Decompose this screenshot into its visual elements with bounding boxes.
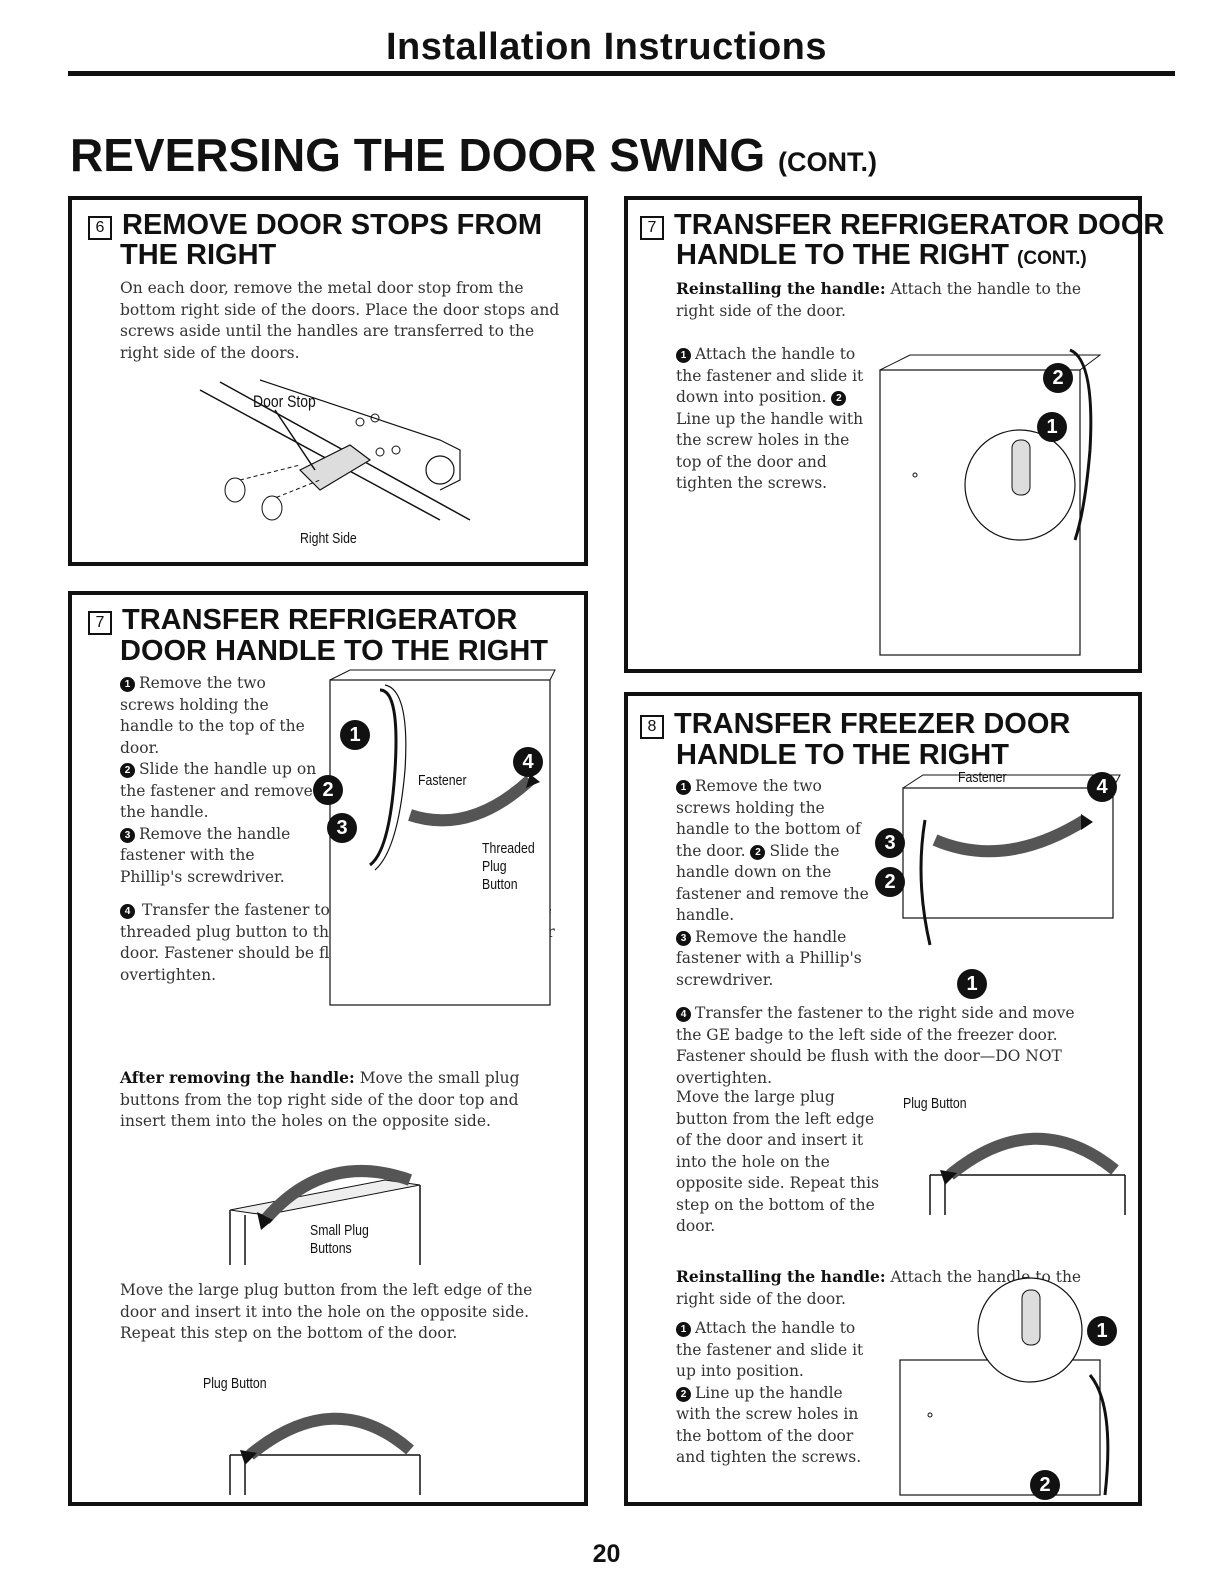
badge-1-top: 1 (1037, 412, 1067, 442)
badge-1-freezer: 1 (957, 969, 987, 999)
step6-panel (68, 196, 588, 566)
step7-large-plug: Move the large plug button from the left… (120, 1281, 533, 1342)
plug-button-illustration-right (929, 1132, 1126, 1215)
step-bullet-4: 4 (120, 904, 135, 919)
label-buttons: Buttons (310, 1240, 352, 1257)
step8-title-line2: HANDLE TO THE RIGHT (676, 739, 1009, 771)
label-right-side: Right Side (300, 530, 357, 547)
label-threaded: Threaded (482, 840, 535, 857)
reinstall-handle-top-illustration (879, 348, 1102, 656)
label-fastener: Fastener (418, 772, 467, 789)
step6-body: On each door, remove the metal door stop… (120, 279, 560, 362)
step8-title-line1: TRANSFER FREEZER DOOR (674, 708, 1071, 740)
step8-title: 8 TRANSFER FREEZER DOOR (640, 709, 1070, 740)
plug-button-illustration-left (229, 1412, 421, 1495)
badge-1: 1 (340, 720, 370, 750)
step7-title-line1: TRANSFER REFRIGERATOR (122, 604, 518, 636)
step6-title: 6 REMOVE DOOR STOPS FROM (88, 210, 542, 241)
door-stop-illustration (199, 379, 471, 521)
step7-title-line2: DOOR HANDLE TO THE RIGHT (120, 635, 549, 667)
step7-number: 7 (88, 611, 112, 635)
badge-2-bottom: 2 (1030, 1470, 1060, 1500)
badge-2-freezer: 2 (875, 867, 905, 897)
badge-3: 3 (327, 813, 357, 843)
step8-reinstall-lead: Reinstalling the handle: Attach the hand… (676, 1267, 1082, 1308)
step7-title: 7 TRANSFER REFRIGERATOR (88, 605, 517, 636)
badge-2: 2 (313, 775, 343, 805)
step7cont-number: 7 (640, 216, 664, 240)
label-plug-button-left: Plug Button (203, 1375, 267, 1392)
badge-1-bottom: 1 (1087, 1316, 1117, 1346)
badge-2-top: 2 (1043, 363, 1073, 393)
step8-large-plug: Move the large plug button from the left… (676, 1088, 880, 1235)
small-plug-illustration (229, 1165, 421, 1265)
page-title-text: REVERSING THE DOOR SWING (70, 129, 766, 181)
step7cont-panel (624, 196, 1142, 673)
step7cont-lead: Reinstalling the handle: Attach the hand… (676, 279, 1082, 320)
badge-4: 4 (513, 747, 543, 777)
label-plug: Plug (482, 858, 507, 875)
step7cont-title: 7 TRANSFER REFRIGERATOR DOOR (640, 210, 1164, 241)
step-bullet-1: 1 (120, 677, 135, 692)
step8-panel (624, 692, 1142, 1506)
step-bullet-2: 2 (120, 763, 135, 778)
label-button: Button (482, 876, 518, 893)
page-number: 20 (592, 1540, 621, 1568)
label-small-plug: Small Plug (310, 1222, 369, 1239)
reinstall-handle-bottom-illustration (899, 1277, 1110, 1496)
freezer-handle-illustration (902, 774, 1121, 946)
step7-panel (68, 591, 588, 1506)
step7-after-removing: After removing the handle: Move the smal… (120, 1068, 520, 1130)
badge-4-freezer: 4 (1087, 772, 1117, 802)
after-removing-lead: After removing the handle: (120, 1068, 355, 1087)
step-bullet-3: 3 (120, 827, 135, 843)
step7-item-4: 4 (120, 900, 550, 922)
badge-3-freezer: 3 (875, 828, 905, 858)
header-title: Installation Instructions (385, 26, 828, 68)
label-plug-button-right: Plug Button (903, 1095, 967, 1112)
step7cont-title-line2: HANDLE TO THE RIGHT (CONT.) (676, 239, 1087, 271)
page-title: REVERSING THE DOOR SWING (CONT.) (70, 128, 877, 182)
step8-number: 8 (640, 715, 664, 739)
page-title-suffix: (CONT.) (777, 147, 877, 177)
step6-title-line1: REMOVE DOOR STOPS FROM (122, 209, 543, 241)
step6-number: 6 (88, 216, 112, 240)
label-door-stop: Door Stop (253, 392, 316, 411)
step6-title-line2: THE RIGHT (120, 239, 277, 271)
label-fastener-freezer: Fastener (958, 769, 1007, 786)
header-rule (68, 71, 1175, 76)
step7cont-title-line1: TRANSFER REFRIGERATOR DOOR (674, 209, 1165, 241)
